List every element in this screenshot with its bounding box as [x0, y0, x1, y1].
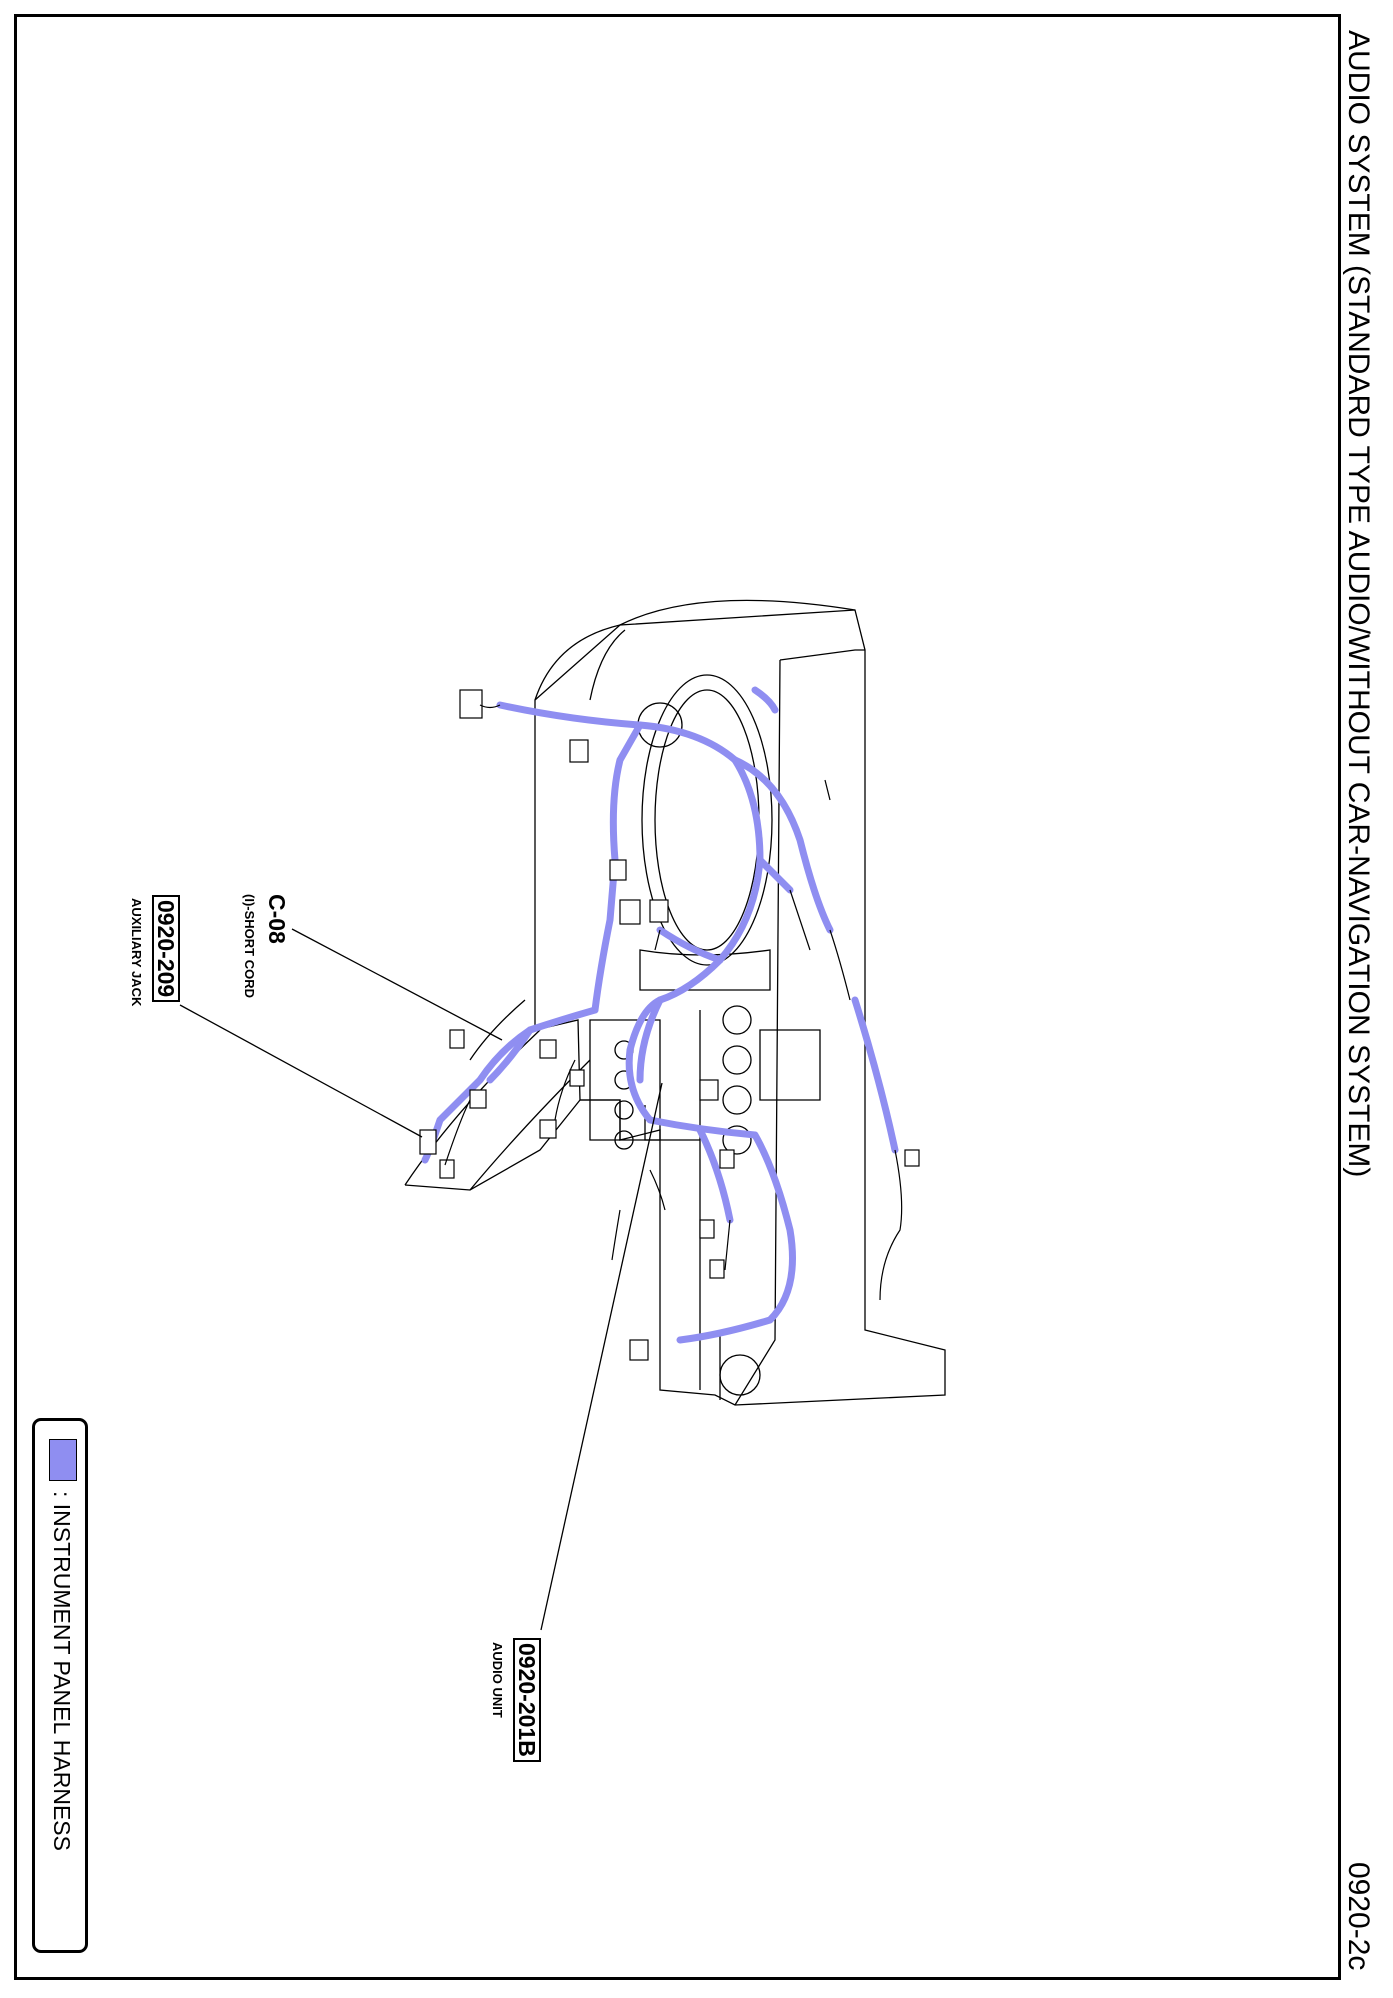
callout-audio-unit: 0920-201B: [513, 1638, 541, 1762]
wire-leads: [444, 704, 903, 1301]
callout-description: AUDIO UNIT: [490, 1642, 505, 1718]
panel-openings: [614, 702, 761, 1396]
callout-description: AUXILIARY JACK: [129, 898, 144, 1007]
diagram-frame: [14, 14, 1341, 1980]
legend-label: : INSTRUMENT PANEL HARNESS: [49, 1491, 75, 1851]
callout-c-08-desc: (I)-SHORT CORD: [242, 894, 257, 998]
callout-code: C-08: [264, 894, 290, 944]
callout-description: (I)-SHORT CORD: [242, 894, 257, 998]
callout-auxiliary-jack: 0920-209: [152, 895, 180, 1003]
legend-swatch: [49, 1439, 77, 1481]
callout-code: 0920-209: [152, 895, 180, 1003]
leader-lines: [179, 928, 663, 1631]
callout-auxiliary-jack-desc: AUXILIARY JACK: [129, 898, 144, 1006]
callout-code: 0920-201B: [513, 1638, 541, 1762]
instrument-panel-outline: [404, 599, 946, 1406]
diagram-title: AUDIO SYSTEM (STANDARD TYPE AUDIO/WITHOU…: [1342, 30, 1375, 1178]
callout-c-08: C-08: [263, 894, 290, 944]
page-number: 0920-2c: [1342, 1862, 1375, 1971]
callout-audio-unit-desc: AUDIO UNIT: [490, 1642, 505, 1718]
harness-connectors: [419, 689, 920, 1361]
legend: : INSTRUMENT PANEL HARNESS: [32, 1418, 88, 1953]
